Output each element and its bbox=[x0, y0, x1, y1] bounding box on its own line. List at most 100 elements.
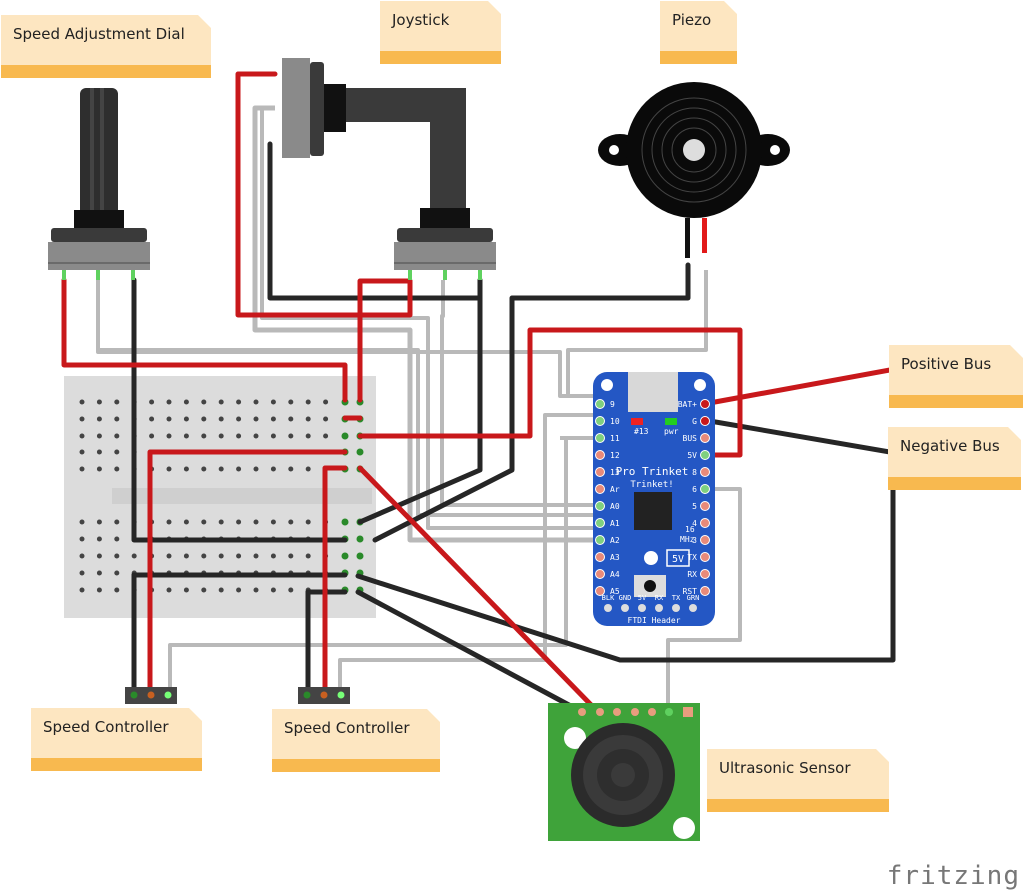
board-pin[interactable] bbox=[700, 467, 710, 477]
board-pin[interactable] bbox=[700, 484, 710, 494]
breadboard-hole-active[interactable] bbox=[341, 432, 349, 440]
breadboard-hole[interactable] bbox=[79, 449, 85, 455]
breadboard-hole[interactable] bbox=[114, 466, 120, 472]
note-ultrasonic[interactable]: Ultrasonic Sensor bbox=[707, 749, 889, 812]
breadboard-hole[interactable] bbox=[305, 519, 311, 525]
breadboard-hole[interactable] bbox=[253, 416, 259, 422]
breadboard-hole[interactable] bbox=[183, 416, 189, 422]
board-pin[interactable] bbox=[595, 399, 605, 409]
breadboard-hole[interactable] bbox=[131, 553, 137, 559]
breadboard-hole[interactable] bbox=[323, 399, 329, 405]
breadboard-hole[interactable] bbox=[166, 399, 172, 405]
board-pin[interactable] bbox=[700, 569, 710, 579]
breadboard-hole[interactable] bbox=[114, 519, 120, 525]
breadboard-hole[interactable] bbox=[166, 466, 172, 472]
board-pin[interactable] bbox=[595, 416, 605, 426]
breadboard-hole[interactable] bbox=[253, 399, 259, 405]
board-pin[interactable] bbox=[700, 450, 710, 460]
breadboard-hole[interactable] bbox=[96, 570, 102, 576]
board-pin[interactable] bbox=[700, 501, 710, 511]
breadboard-hole[interactable] bbox=[96, 416, 102, 422]
breadboard-hole-active[interactable] bbox=[341, 518, 349, 526]
breadboard-hole[interactable] bbox=[270, 416, 276, 422]
breadboard-hole[interactable] bbox=[114, 449, 120, 455]
breadboard-hole[interactable] bbox=[288, 399, 294, 405]
breadboard-hole[interactable] bbox=[236, 399, 242, 405]
breadboard-hole[interactable] bbox=[253, 519, 259, 525]
breadboard-hole-active[interactable] bbox=[356, 448, 364, 456]
note-speed-controller-2[interactable]: Speed Controller bbox=[272, 709, 440, 772]
board-pin[interactable] bbox=[595, 484, 605, 494]
breadboard-hole[interactable] bbox=[183, 553, 189, 559]
ftdi-pin[interactable] bbox=[621, 604, 629, 612]
breadboard-hole[interactable] bbox=[236, 416, 242, 422]
board-pin[interactable] bbox=[595, 552, 605, 562]
board-pin[interactable] bbox=[595, 450, 605, 460]
breadboard-hole[interactable] bbox=[305, 416, 311, 422]
breadboard-hole[interactable] bbox=[96, 466, 102, 472]
breadboard-hole[interactable] bbox=[236, 587, 242, 593]
note-speed-controller-1[interactable]: Speed Controller bbox=[31, 708, 202, 771]
breadboard-hole[interactable] bbox=[201, 553, 207, 559]
breadboard-hole[interactable] bbox=[253, 433, 259, 439]
breadboard-hole[interactable] bbox=[288, 416, 294, 422]
breadboard-hole[interactable] bbox=[288, 553, 294, 559]
breadboard-hole[interactable] bbox=[305, 553, 311, 559]
breadboard-hole[interactable] bbox=[166, 416, 172, 422]
breadboard-hole[interactable] bbox=[305, 466, 311, 472]
breadboard-hole[interactable] bbox=[114, 536, 120, 542]
board-pin[interactable] bbox=[595, 433, 605, 443]
breadboard-hole[interactable] bbox=[114, 399, 120, 405]
ftdi-pin[interactable] bbox=[604, 604, 612, 612]
breadboard-hole[interactable] bbox=[114, 553, 120, 559]
breadboard-hole[interactable] bbox=[218, 553, 224, 559]
note-piezo[interactable]: Piezo bbox=[660, 1, 737, 64]
breadboard-hole[interactable] bbox=[288, 519, 294, 525]
breadboard-hole[interactable] bbox=[79, 519, 85, 525]
breadboard-hole-active[interactable] bbox=[341, 552, 349, 560]
board-pin[interactable] bbox=[700, 535, 710, 545]
breadboard-hole[interactable] bbox=[201, 519, 207, 525]
breadboard-hole[interactable] bbox=[166, 587, 172, 593]
note-negative-bus[interactable]: Negative Bus bbox=[888, 427, 1021, 490]
breadboard-hole[interactable] bbox=[166, 519, 172, 525]
breadboard-hole[interactable] bbox=[288, 433, 294, 439]
breadboard-hole[interactable] bbox=[183, 399, 189, 405]
board-pin[interactable] bbox=[595, 535, 605, 545]
breadboard-hole[interactable] bbox=[323, 416, 329, 422]
speed-dial-pot[interactable] bbox=[48, 88, 150, 280]
breadboard-hole[interactable] bbox=[166, 553, 172, 559]
board-pin[interactable] bbox=[595, 569, 605, 579]
board-pin[interactable] bbox=[700, 552, 710, 562]
board-pin[interactable] bbox=[595, 467, 605, 477]
breadboard-hole[interactable] bbox=[96, 536, 102, 542]
note-joystick[interactable]: Joystick bbox=[380, 1, 501, 64]
breadboard-hole[interactable] bbox=[305, 433, 311, 439]
note-speed-dial[interactable]: Speed Adjustment Dial bbox=[1, 15, 211, 78]
breadboard-hole[interactable] bbox=[79, 570, 85, 576]
speed-controller-1-header[interactable] bbox=[125, 687, 177, 704]
breadboard-hole[interactable] bbox=[270, 519, 276, 525]
breadboard-hole[interactable] bbox=[201, 399, 207, 405]
breadboard-hole[interactable] bbox=[218, 519, 224, 525]
board-pin[interactable] bbox=[700, 433, 710, 443]
breadboard-hole[interactable] bbox=[96, 553, 102, 559]
breadboard-hole[interactable] bbox=[270, 433, 276, 439]
piezo-buzzer[interactable] bbox=[598, 82, 790, 258]
board-pin[interactable] bbox=[700, 416, 710, 426]
breadboard-hole[interactable] bbox=[288, 587, 294, 593]
breadboard-hole[interactable] bbox=[236, 433, 242, 439]
breadboard-hole[interactable] bbox=[218, 399, 224, 405]
breadboard-hole-active[interactable] bbox=[356, 535, 364, 543]
breadboard-hole[interactable] bbox=[218, 466, 224, 472]
breadboard-hole[interactable] bbox=[166, 433, 172, 439]
breadboard-hole[interactable] bbox=[253, 553, 259, 559]
breadboard-hole[interactable] bbox=[114, 570, 120, 576]
breadboard-hole[interactable] bbox=[305, 399, 311, 405]
ultrasonic-sensor[interactable] bbox=[548, 703, 700, 841]
ftdi-pin[interactable] bbox=[689, 604, 697, 612]
breadboard-hole[interactable] bbox=[201, 433, 207, 439]
breadboard-hole[interactable] bbox=[253, 587, 259, 593]
breadboard-hole[interactable] bbox=[149, 416, 155, 422]
board-pin[interactable] bbox=[700, 586, 710, 596]
